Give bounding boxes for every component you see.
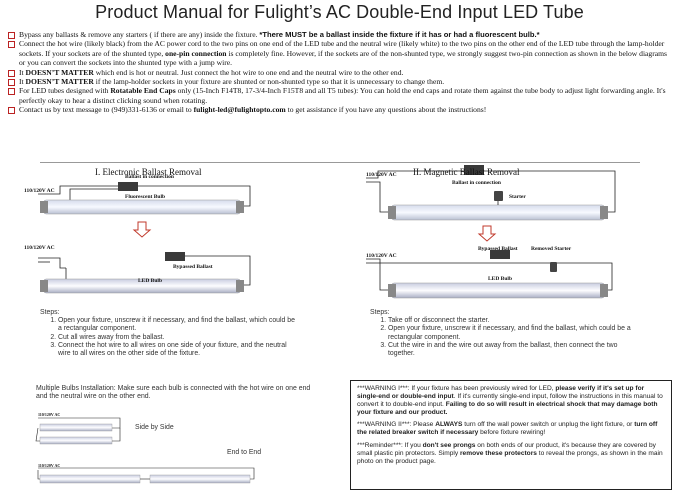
down-arrow-icon: [132, 221, 152, 238]
multi-bulb-text: Multiple Bulbs Installation: Make sure e…: [36, 385, 311, 401]
list-item: Contact us by text message to (949)331-6…: [8, 105, 672, 115]
step-item: Take off or disconnect the starter.: [388, 317, 632, 325]
led-tube: [391, 282, 605, 299]
section2-steps: Steps: Take off or disconnect the starte…: [370, 309, 632, 358]
section1-heading: I. Electronic Ballast Removal: [95, 167, 202, 177]
electronic-ballast-diagram: [38, 182, 251, 215]
ballast-icon: [118, 182, 138, 191]
ac-label: 110/120V AC: [366, 253, 397, 259]
end-to-end-diagram: [37, 467, 255, 484]
fluorescent-tube: [391, 204, 605, 221]
led-bulb-label: LED Bulb: [138, 278, 162, 284]
steps-title: Steps:: [40, 309, 60, 316]
led-bulb-label: LED Bulb: [488, 276, 512, 282]
list-item: It DOESN’T MATTER if the lamp-holder soc…: [8, 77, 672, 87]
warning-2: ***WARNING II***: Please ALWAYS turn off…: [357, 421, 658, 437]
list-item: Connect the hot wire (likely black) from…: [8, 39, 672, 67]
down-arrow-icon: [477, 225, 497, 242]
section-divider: [40, 162, 640, 163]
step-item: Open your fixture, unscrew it if necessa…: [388, 325, 632, 341]
section1-steps: Steps: Open your fixture, unscrew it if …: [40, 309, 300, 358]
checkbox-icon: [8, 79, 15, 87]
ac-label: 110/120V AC: [24, 188, 55, 194]
list-item: Bypass any ballasts & remove any starter…: [8, 30, 672, 39]
ac-label: 110/120V AC: [38, 463, 61, 468]
checkbox-icon: [8, 69, 15, 77]
checkbox-icon: [8, 41, 15, 49]
page-title: Product Manual for Fulight’s AC Double-E…: [95, 2, 584, 22]
ballast-label: Ballast in connection: [125, 174, 174, 180]
bypassed-ballast-label: Bypassed Ballast: [478, 246, 518, 252]
steps-title: Steps:: [370, 309, 390, 316]
checkbox-icon: [8, 107, 15, 115]
bypassed-magnetic-diagram: [366, 250, 613, 299]
ballast-icon: [464, 165, 484, 175]
fluorescent-bulb-label: Fluorescent Bulb: [125, 194, 166, 200]
removed-starter-label: Removed Starter: [531, 246, 572, 252]
ballast-icon: [165, 252, 185, 261]
bypassed-ballast-label: Bypassed Ballast: [173, 264, 213, 270]
starter-label: Starter: [509, 194, 526, 200]
list-item: For LED tubes designed with Rotatable En…: [8, 86, 672, 105]
ballast-label: Ballast in connection: [452, 180, 501, 186]
ac-label: 110/120V AC: [38, 412, 61, 417]
magnetic-ballast-diagram: [366, 165, 616, 221]
side-by-side-diagram: [35, 417, 121, 445]
bypassed-ballast-diagram: [38, 252, 251, 294]
fluorescent-tube: [43, 199, 241, 215]
list-item: It DOESN’T MATTER which end is hot or ne…: [8, 68, 672, 77]
warning-1: ***WARNING I***: If your fixture has bee…: [357, 385, 663, 417]
step-item: Connect the hot wire to all wires on one…: [58, 342, 300, 358]
step-item: Open your fixture, unscrew it if necessa…: [58, 317, 300, 333]
checkbox-icon: [8, 88, 15, 96]
instruction-list: Bypass any ballasts & remove any starter…: [8, 30, 672, 115]
checkbox-icon: [8, 32, 15, 39]
removed-starter-icon: [550, 262, 557, 272]
warning-box: ***WARNING I***: If your fixture has bee…: [350, 380, 672, 490]
ballast-icon: [490, 250, 510, 259]
ac-label: 110/120V AC: [24, 245, 55, 251]
step-item: Cut all wires away from the ballast.: [58, 334, 300, 342]
starter-icon: [494, 191, 503, 201]
side-by-side-label: Side by Side: [135, 424, 174, 431]
reminder: ***Reminder***: If you don't see prongs …: [357, 441, 663, 465]
end-to-end-label: End to End: [227, 449, 262, 456]
section2-heading: II. Magnetic Ballast Removal: [413, 167, 520, 177]
step-item: Cut the wire in and the wire out away fr…: [388, 342, 632, 358]
ac-label: 110/120V AC: [366, 172, 397, 178]
